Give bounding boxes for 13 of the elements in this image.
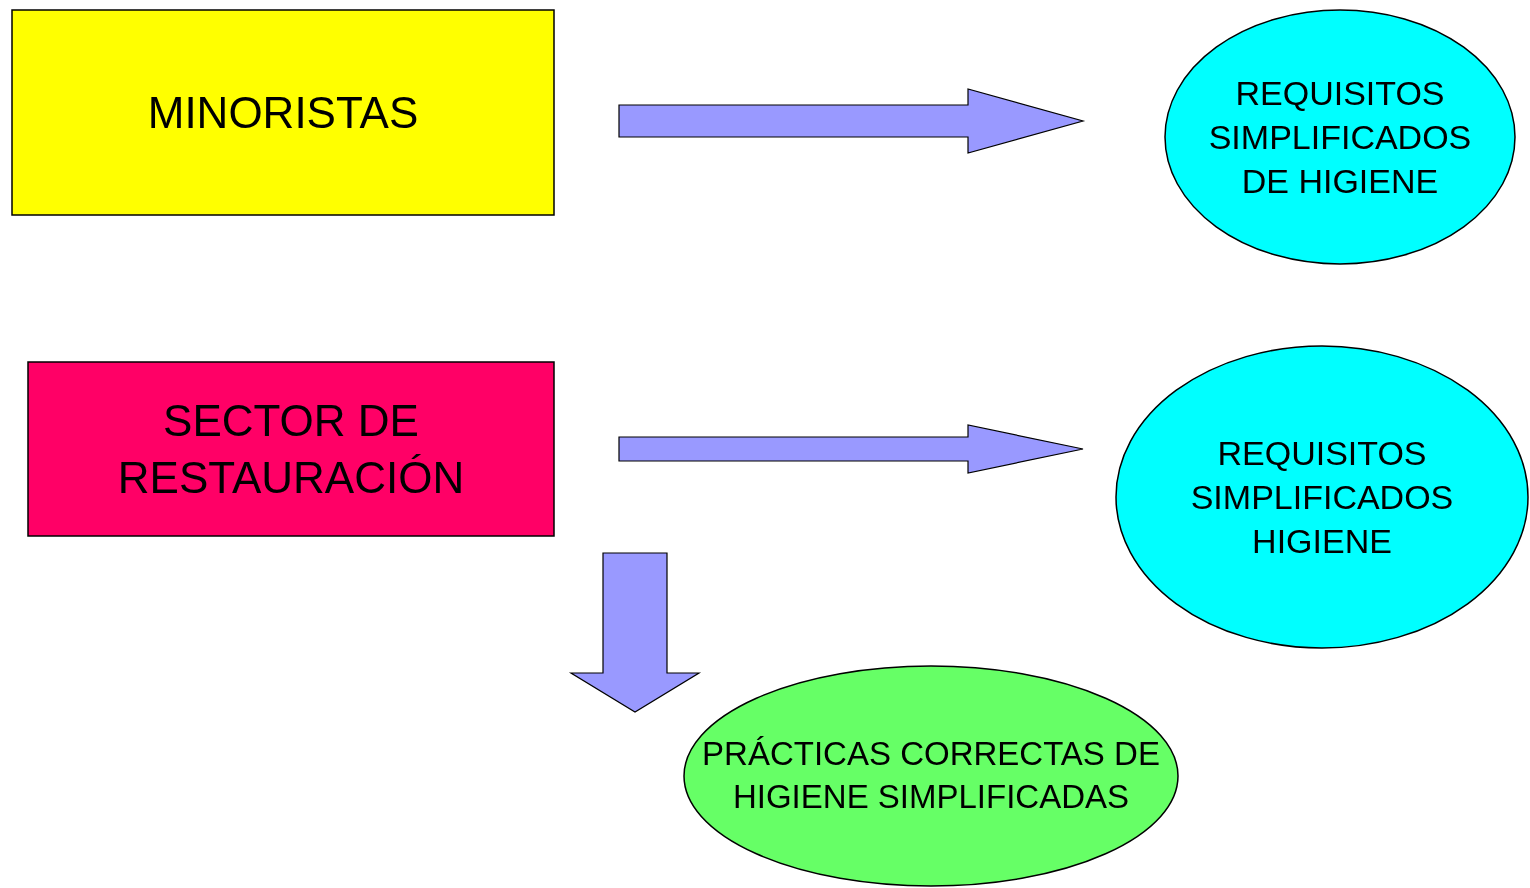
node-label: PRÁCTICAS CORRECTAS DE HIGIENE SIMPLIFICADAS [701,734,1161,817]
node-label: REQUISITOS SIMPLIFICADOS HIGIENE [1189,432,1455,563]
node-label: REQUISITOS SIMPLIFICADOS DE HIGIENE [1207,72,1473,203]
node-label: SECTOR DE RESTAURACIÓN [116,394,466,504]
ellipse-node [1164,9,1516,265]
node-label: MINORISTAS [146,86,420,139]
ellipse-node [1115,345,1529,649]
block-arrow [568,552,702,713]
process-box [27,361,555,537]
ellipse-node [683,665,1179,887]
block-arrow [618,424,1084,474]
block-arrow [618,88,1086,154]
process-box [11,9,555,216]
